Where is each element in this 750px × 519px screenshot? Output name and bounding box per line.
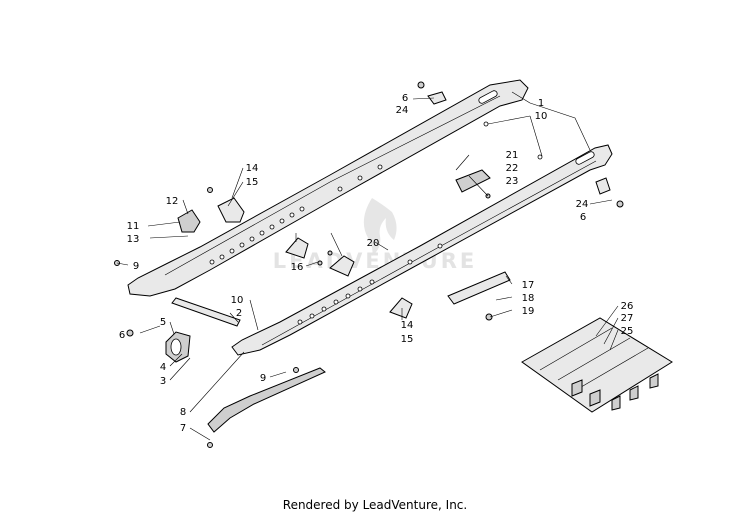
callout-2: 2 <box>236 308 242 319</box>
callout-19: 19 <box>522 306 535 317</box>
bracket-6-24-upper <box>427 91 447 105</box>
credit-text: Rendered by LeadVenture, Inc. <box>282 498 468 512</box>
bracket-15-lower-1 <box>285 237 309 259</box>
bracket-14-15-upper <box>217 197 245 223</box>
callout-24: 24 <box>396 105 409 116</box>
slide-rail-lower <box>231 144 613 356</box>
callout-9-upper: 9 <box>133 261 139 272</box>
rail-holes-upper <box>209 121 489 265</box>
callout-1: 1 <box>538 98 544 109</box>
callout-9-lower: 9 <box>260 373 266 384</box>
callout-3: 3 <box>160 376 166 387</box>
callout-7: 7 <box>180 423 186 434</box>
callout-10: 10 <box>535 111 548 122</box>
callout-14-lower: 14 <box>401 320 414 331</box>
callout-8: 8 <box>180 407 186 418</box>
callout-17: 17 <box>522 280 535 291</box>
slider-plate <box>447 271 511 305</box>
callout-26: 26 <box>621 301 634 312</box>
watermark-text: LEADVENTURE <box>273 249 477 273</box>
callout-10-lower: 10 <box>231 295 244 306</box>
callout-24-right: 24 <box>576 199 589 210</box>
callout-23: 23 <box>506 176 519 187</box>
callout-25: 25 <box>621 326 634 337</box>
rail-holes-lower <box>297 154 543 325</box>
callout-15-lower: 15 <box>401 334 414 345</box>
callout-12: 12 <box>166 196 179 207</box>
leader-lines <box>116 91 619 441</box>
callout-20: 20 <box>367 238 380 249</box>
bracket-6-24-right <box>595 177 611 195</box>
track-section <box>521 317 673 413</box>
callout-18: 18 <box>522 293 535 304</box>
callout-27: 27 <box>621 313 634 324</box>
bracket-15-lower-2 <box>329 255 355 277</box>
block-21 <box>455 169 491 193</box>
callout-16: 16 <box>291 262 304 273</box>
callout-6-right: 6 <box>580 212 586 223</box>
bumper <box>165 331 191 363</box>
callout-11: 11 <box>127 221 140 232</box>
callout-4: 4 <box>160 362 166 373</box>
hardware <box>114 81 624 448</box>
callout-22: 22 <box>506 163 519 174</box>
callout-6-left: 6 <box>119 330 125 341</box>
callout-15: 15 <box>246 177 259 188</box>
bracket-14-15-mid <box>389 297 413 319</box>
callout-14: 14 <box>246 163 259 174</box>
callout-13: 13 <box>127 234 140 245</box>
callouts: 1 10 6 24 21 22 23 14 15 12 11 13 9 20 1… <box>119 93 634 434</box>
bracket-12 <box>177 209 201 233</box>
callout-6: 6 <box>402 93 408 104</box>
rod <box>171 297 241 327</box>
wear-strip <box>207 367 326 433</box>
callout-5: 5 <box>160 317 166 328</box>
leadventure-watermark: LEADVENTURE <box>273 198 477 273</box>
slide-rail-upper <box>127 79 529 297</box>
callout-21: 21 <box>506 150 519 161</box>
